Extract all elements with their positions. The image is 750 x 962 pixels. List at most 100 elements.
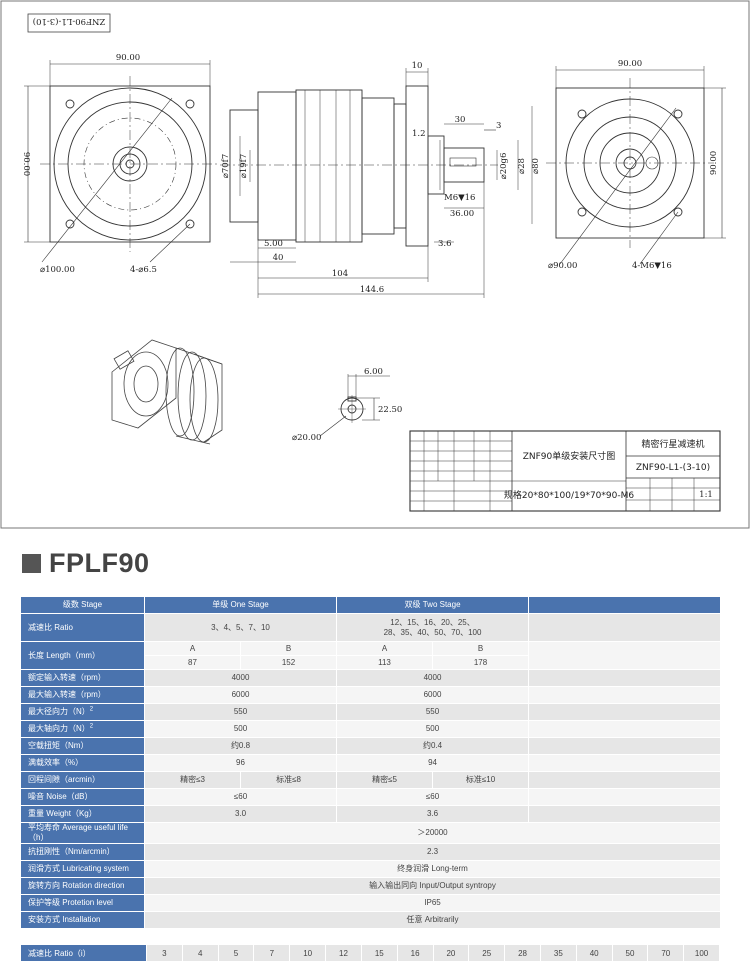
axial-one: 500 xyxy=(143,720,338,738)
table-row: 抗扭刚性（Nm/arcmin） 2.3 xyxy=(20,843,722,861)
noise-two: ≤60 xyxy=(336,788,530,806)
ratio-value: 7 xyxy=(253,944,291,962)
dim-side-36: 36.00 xyxy=(450,209,474,219)
table-row: 87 152 113 178 xyxy=(21,655,721,670)
lubrication-label: 润滑方式 Lubricating system xyxy=(20,860,145,878)
table-row: 安装方式 Installation 任意 Arbitrarily xyxy=(20,911,722,929)
table-row: 平均寿命 Average useful life（h） ＞20000 xyxy=(20,822,722,844)
backlash-label: 回程间隙（arcmin） xyxy=(20,771,145,789)
ratio-value: 3 xyxy=(146,944,183,962)
ratio-value: 10 xyxy=(289,944,327,962)
isometric-view xyxy=(111,339,223,445)
life-value: ＞20000 xyxy=(143,822,722,844)
protection-label: 保护等级 Protetion level xyxy=(20,894,145,912)
dim-side-top: 10 xyxy=(412,61,423,71)
dim-key-d20: ⌀20.00 xyxy=(292,433,321,443)
dim-side-104: 104 xyxy=(332,269,348,279)
stiffness-value: 2.3 xyxy=(143,843,722,861)
backlash-one-b: 标准≤8 xyxy=(239,771,338,789)
dim-side-144: 144.6 xyxy=(360,285,384,295)
heading-square-icon xyxy=(22,553,41,573)
backlash-two-b: 标准≤10 xyxy=(432,771,530,789)
no-load-two: 约0.4 xyxy=(336,737,530,755)
ratio-one: 3、4、5、7、10 xyxy=(143,613,338,642)
dim-key-22: 22.50 xyxy=(378,405,402,415)
length-two-b-head: B xyxy=(432,641,530,656)
radial-label: 最大径向力（N）2 xyxy=(20,703,145,721)
table-row: 润滑方式 Lubricating system 终身润滑 Long-term xyxy=(20,860,722,878)
ratio-value: 25 xyxy=(468,944,506,962)
dim-right-pcd: ⌀90.00 xyxy=(548,261,577,271)
ratio-value: 4 xyxy=(181,944,219,962)
axial-label: 最大轴向力（N）2 xyxy=(20,720,145,738)
backlash-one-a: 精密≤3 xyxy=(144,771,241,789)
ratio-two-line1: 12、15、16、20、25、 xyxy=(390,617,475,627)
life-label: 平均寿命 Average useful life（h） xyxy=(20,822,145,844)
side-view xyxy=(220,68,533,298)
dim-side-d20: ⌀20g6 xyxy=(499,153,509,180)
title-block-product: 精密行星减速机 xyxy=(641,438,704,450)
header-one-stage: 单级 One Stage xyxy=(143,596,338,614)
efficiency-label: 满载效率（%） xyxy=(20,754,145,772)
title-block xyxy=(409,430,721,512)
ratio-value: 5 xyxy=(217,944,255,962)
axial-two: 500 xyxy=(336,720,530,738)
product-heading: FPLF90 xyxy=(22,548,150,578)
rotation-label: 旋转方向 Rotation direction xyxy=(20,877,145,895)
rated-speed-two: 4000 xyxy=(336,669,530,687)
weight-two: 3.6 xyxy=(336,805,530,823)
ratio-value: 100 xyxy=(683,944,720,962)
table-row: 最大输入转速（rpm） 6000 6000 xyxy=(20,686,722,704)
dim-side-3: 3 xyxy=(496,121,501,131)
product-title: FPLF90 xyxy=(49,547,150,578)
length-label: 长度 Length（mm） xyxy=(20,641,145,670)
ratio-label: 减速比 Ratio xyxy=(20,613,145,642)
title-block-spec: 规格20*80*100/19*70*90-M6 xyxy=(504,489,634,501)
max-speed-two: 6000 xyxy=(336,686,530,704)
dim-right-width: 90.00 xyxy=(618,59,642,69)
radial-one: 550 xyxy=(143,703,338,721)
ratio-value: 12 xyxy=(325,944,362,962)
dim-left-pcd: ⌀100.00 xyxy=(40,265,75,275)
max-speed-label: 最大输入转速（rpm） xyxy=(20,686,145,704)
weight-one: 3.0 xyxy=(143,805,338,823)
efficiency-two: 94 xyxy=(336,754,530,772)
ratio-value: 70 xyxy=(647,944,685,962)
stiffness-label: 抗扭刚性（Nm/arcmin） xyxy=(20,843,145,861)
right-front-view xyxy=(546,66,726,265)
dim-side-d19: ⌀19f7 xyxy=(239,154,249,179)
table-row: 噪音 Noise（dB） ≤60 ≤60 xyxy=(20,788,722,806)
noise-one: ≤60 xyxy=(143,788,338,806)
left-front-view xyxy=(24,60,220,263)
axial-label-text: 最大轴向力（N） xyxy=(28,724,90,733)
title-block-drawing-name: ZNF90单级安装尺寸图 xyxy=(523,450,616,462)
ratio-two-line2: 28、35、40、50、70、100 xyxy=(383,627,482,637)
dim-key-6: 6.00 xyxy=(364,367,383,377)
table-row: 回程间隙（arcmin） 精密≤3 标准≤8 精密≤5 标准≤10 xyxy=(20,771,722,789)
dim-side-40: 40 xyxy=(273,253,284,263)
length-one-b-head: B xyxy=(239,641,338,656)
no-load-label: 空载扭矩（Nm） xyxy=(20,737,145,755)
protection-value: IP65 xyxy=(143,894,722,912)
rated-speed-one: 4000 xyxy=(143,669,338,687)
dim-side-m6: M6▼16 xyxy=(444,193,475,203)
length-two-b: 178 xyxy=(432,655,530,670)
table-row: 级数 Stage 单级 One Stage 双级 Two Stage xyxy=(20,596,722,614)
dim-side-d28: ⌀28 xyxy=(517,158,527,174)
dim-right-height: 90.00 xyxy=(709,151,719,175)
table-row: 最大轴向力（N）2 500 500 xyxy=(20,720,722,738)
dim-right-holes: 4-M6▼16 xyxy=(632,261,672,271)
ratio-value: 16 xyxy=(396,944,434,962)
dim-side-1-2: 1.2 xyxy=(412,129,426,139)
efficiency-one: 96 xyxy=(143,754,338,772)
ratio-value: 15 xyxy=(360,944,398,962)
dim-side-5: 5.00 xyxy=(264,239,283,249)
table-row: 重量 Weight（Kg） 3.0 3.6 xyxy=(20,805,722,823)
dim-side-30: 30 xyxy=(455,115,466,125)
ratio-table: 减速比 Ratio（i） 3 4 5 7 10 12 15 16 20 25 2… xyxy=(20,944,720,962)
ratio-value: 28 xyxy=(504,944,541,962)
length-one-b: 152 xyxy=(239,655,338,670)
installation-label: 安装方式 Installation xyxy=(20,911,145,929)
noise-label: 噪音 Noise（dB） xyxy=(20,788,145,806)
rated-speed-label: 额定输入转速（rpm） xyxy=(20,669,145,687)
